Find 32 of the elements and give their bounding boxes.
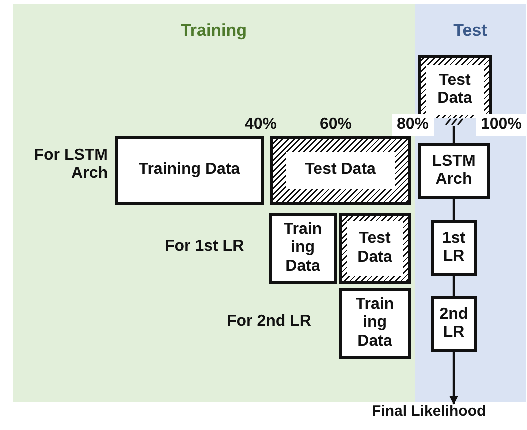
data-box xyxy=(431,296,477,352)
result-text: Final Likelihood xyxy=(372,404,486,420)
panel-title: Test xyxy=(452,21,488,41)
percent-label: 80% xyxy=(392,114,434,136)
panel-title: Training xyxy=(180,21,248,41)
data-box xyxy=(269,213,337,284)
row-label: For 2nd LR xyxy=(227,313,312,331)
arrow xyxy=(450,352,458,405)
box-label: 1st LR xyxy=(441,230,467,266)
box-label: LSTM Arch xyxy=(431,152,477,190)
hatched-data-box xyxy=(270,136,411,205)
percent-label: 60% xyxy=(320,116,352,134)
box-label: Training Data xyxy=(138,161,240,180)
box-label: Test Data xyxy=(356,230,394,267)
percent-label: 100% xyxy=(476,114,527,136)
connector-line xyxy=(452,126,456,143)
data-box xyxy=(339,288,411,359)
row-label: For 1st LR xyxy=(165,238,244,256)
connector-line xyxy=(452,276,456,296)
row-label: For LSTM Arch xyxy=(33,147,108,182)
data-box xyxy=(115,136,264,205)
box-label: Test Data xyxy=(436,72,474,108)
box-label: Train ing Data xyxy=(354,296,396,352)
data-box xyxy=(431,220,477,276)
hatched-data-box xyxy=(339,213,411,284)
connector-line xyxy=(452,199,456,220)
box-label: Train ing Data xyxy=(282,220,324,276)
percent-label: 40% xyxy=(245,116,278,134)
hatched-data-box xyxy=(418,55,492,118)
box-label: Test Data xyxy=(305,161,376,180)
data-box xyxy=(418,143,490,199)
box-label: 2nd LR xyxy=(439,306,469,342)
